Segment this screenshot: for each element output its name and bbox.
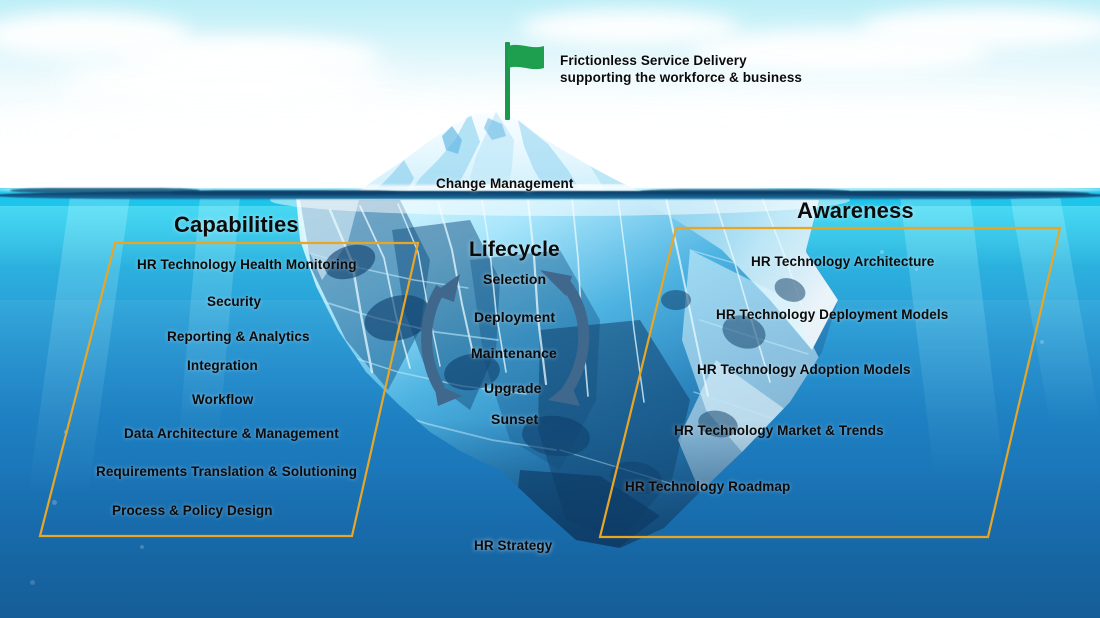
capabilities-item: Data Architecture & Management [124,426,339,441]
capabilities-item: Integration [187,358,258,373]
lifecycle-item: Deployment [474,309,556,325]
capabilities-item: Workflow [192,392,254,407]
cloud-shape [520,10,740,46]
awareness-item: HR Technology Deployment Models [716,307,949,322]
awareness-item: HR Technology Architecture [751,254,935,269]
arrow-head-down-icon [548,382,580,406]
hr-strategy-label: HR Strategy [474,538,553,553]
lifecycle-item: Selection [483,271,547,287]
lifecycle-cycle-arrows [421,270,590,406]
change-management-label: Change Management [436,176,574,191]
awareness-item: HR Technology Adoption Models [697,362,911,377]
flag-pole [505,42,510,120]
lifecycle-item: Upgrade [484,380,542,396]
capabilities-item: Reporting & Analytics [167,329,310,344]
cloud-shape [860,8,1100,48]
arrow-head-right-icon [540,270,572,296]
capabilities-item: Process & Policy Design [112,503,273,518]
awareness-item: HR Technology Roadmap [625,479,791,494]
awareness-title: Awareness [797,198,914,223]
arrow-head-down-left-icon [434,383,462,406]
sky-background [0,0,1100,196]
lifecycle-item: Maintenance [471,345,557,361]
capabilities-item: HR Technology Health Monitoring [137,257,357,272]
arrow-head-up-icon [432,274,460,302]
capabilities-item: Requirements Translation & Solutioning [96,464,358,479]
lifecycle-item: Sunset [491,411,539,427]
capabilities-title: Capabilities [174,212,299,237]
capabilities-item: Security [207,294,262,309]
lifecycle-title: Lifecycle [469,238,560,261]
flag-icon [508,44,544,70]
goal-text: Frictionless Service Delivery supporting… [560,53,803,85]
awareness-item: HR Technology Market & Trends [674,423,884,438]
